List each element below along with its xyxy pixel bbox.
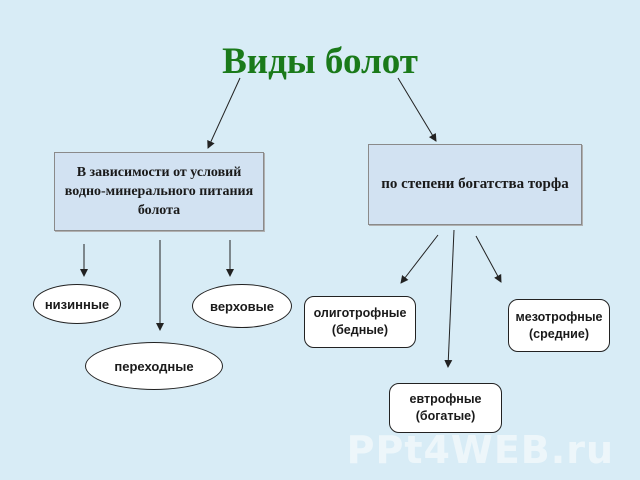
arrow-to-eutrophic (444, 229, 455, 368)
rbox-eutrophic-line2: (богатые) (415, 409, 476, 423)
category-box-mineral-nutrition: В зависимости от условий водно-минеральн… (54, 152, 264, 231)
oval-perekhodnye-label: переходные (114, 358, 194, 374)
oval-verkhovye-label: верховые (210, 298, 274, 314)
arrow-title-to-right-box (397, 77, 437, 142)
rbox-eutrophic: евтрофные (богатые) (389, 383, 502, 433)
rbox-oligotrophic-line1: олиготрофные (313, 306, 407, 320)
rbox-oligotrophic: олиготрофные (бедные) (304, 296, 416, 348)
oval-verkhovye: верховые (192, 284, 292, 328)
page-title: Виды болот (222, 41, 418, 82)
arrow-title-to-left-box (207, 77, 241, 149)
category-box-mineral-nutrition-label: В зависимости от условий водно-минеральн… (64, 165, 254, 218)
rbox-mesotrophic-line2: (средние) (529, 326, 589, 341)
arrow-to-mesotrophic (475, 235, 502, 283)
rbox-eutrophic-line1: евтрофные (409, 392, 482, 406)
rbox-oligotrophic-line2: (бедные) (331, 323, 389, 337)
category-box-peat-richness-label: по степени богатства торфа (381, 176, 569, 192)
category-box-peat-richness: по степени богатства торфа (368, 144, 582, 225)
oval-perekhodnye: переходные (85, 342, 223, 390)
watermark: PPt4WEB.ru (346, 428, 614, 472)
oval-nizinnye-label: низинные (44, 296, 110, 312)
arrow-to-oligotrophic (400, 234, 439, 284)
rbox-mesotrophic-line1: мезотрофные (515, 309, 603, 324)
oval-nizinnye: низинные (33, 284, 121, 324)
rbox-mesotrophic: мезотрофные (средние) (508, 299, 610, 352)
